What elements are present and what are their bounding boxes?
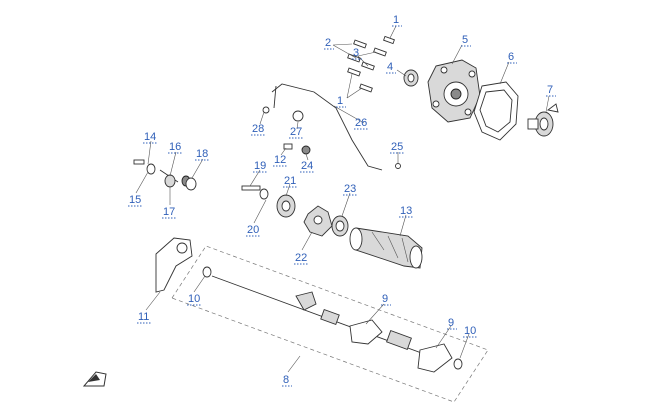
callout-c1a[interactable]: 1 (393, 14, 399, 26)
callout-c1b[interactable]: 1 (337, 95, 343, 107)
callout-c5[interactable]: 5 (462, 34, 468, 46)
cover-plate-part (427, 59, 481, 123)
callout-c3[interactable]: 3 (353, 47, 359, 59)
callout-c23[interactable]: 23 (344, 183, 356, 195)
shaft-sensor-part (527, 103, 559, 137)
washer-4-part (403, 69, 419, 87)
callout-c10a[interactable]: 10 (188, 293, 200, 305)
callout-c9b[interactable]: 9 (448, 317, 454, 329)
callout-c4[interactable]: 4 (387, 61, 393, 73)
bearing-part (331, 215, 349, 237)
direction-arrow-icon (82, 371, 107, 387)
cam-assembly-part (241, 185, 333, 237)
callout-c10b[interactable]: 10 (464, 325, 476, 337)
shift-rod-part (271, 83, 383, 171)
callout-c13[interactable]: 13 (400, 205, 412, 217)
callout-c11[interactable]: 11 (138, 311, 149, 323)
callout-c7[interactable]: 7 (547, 84, 553, 96)
callout-c26[interactable]: 26 (355, 117, 367, 129)
callout-c12[interactable]: 12 (274, 154, 286, 166)
small-bolt-group-part (133, 159, 197, 191)
fork-shaft-part (211, 275, 453, 373)
callout-c25[interactable]: 25 (391, 141, 403, 153)
callout-c9a[interactable]: 9 (382, 293, 388, 305)
callout-labels: 1 1 2 3 4 5 6 7 8 9 9 10 10 11 12 13 14 … (128, 14, 556, 387)
callout-c14[interactable]: 14 (144, 131, 156, 143)
leader-lines (135, 25, 550, 373)
assembly-outline (171, 245, 489, 403)
callout-c22[interactable]: 22 (295, 252, 307, 264)
callout-c2[interactable]: 2 (325, 37, 331, 49)
callout-c27[interactable]: 27 (290, 126, 302, 138)
callout-c6[interactable]: 6 (508, 51, 514, 63)
gasket-part (473, 81, 519, 141)
shift-lever-part (155, 237, 193, 293)
circlip-part (202, 266, 463, 370)
bolt-part (347, 35, 395, 93)
callout-c8[interactable]: 8 (283, 374, 289, 386)
callout-c17[interactable]: 17 (163, 206, 175, 218)
callout-c16[interactable]: 16 (169, 141, 181, 153)
callout-c21[interactable]: 21 (284, 175, 296, 187)
callout-c28[interactable]: 28 (252, 123, 264, 135)
callout-c20[interactable]: 20 (247, 224, 259, 236)
callout-c18[interactable]: 18 (196, 148, 208, 160)
callout-c15[interactable]: 15 (129, 194, 141, 206)
shift-drum-part (349, 227, 423, 269)
callout-c19[interactable]: 19 (254, 160, 266, 172)
callout-c24[interactable]: 24 (301, 160, 313, 172)
